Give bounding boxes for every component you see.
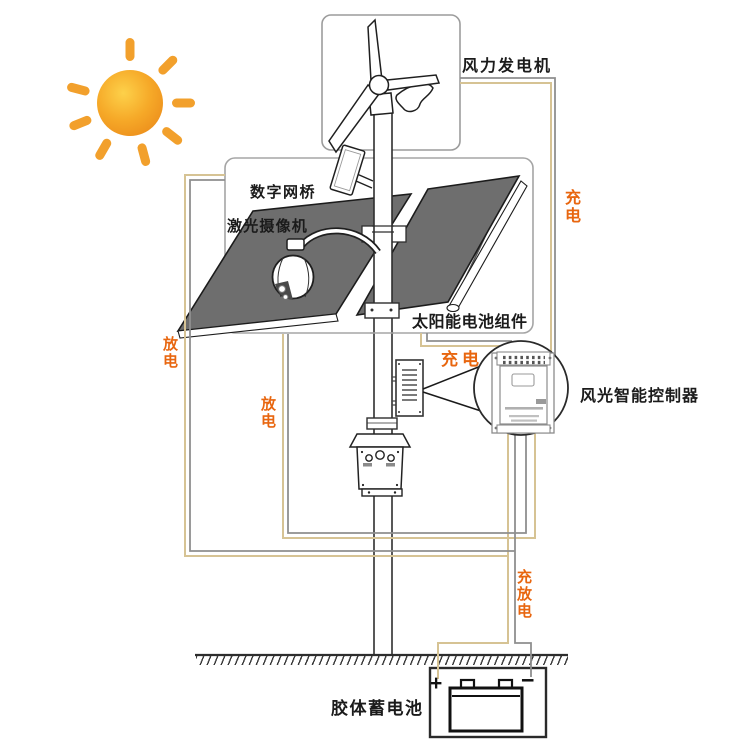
- battery-body: [448, 686, 524, 733]
- vented-controller-box: [392, 359, 424, 417]
- junction-box: [348, 433, 412, 497]
- wind-turbine-icon: [328, 18, 441, 154]
- label-discharge-inner: 放电: [259, 396, 276, 430]
- battery-plus-sign: +: [430, 672, 443, 695]
- label-smart-controller: 风光智能控制器: [580, 388, 700, 405]
- wire-discharge-outer-gray: [189, 179, 515, 552]
- label-discharge-left: 放电: [161, 336, 178, 370]
- label-solar-module: 太阳能电池组件: [412, 314, 528, 331]
- label-charge-discharge: 充放电: [515, 569, 532, 620]
- wire-solar-charge-tan: [420, 333, 500, 347]
- label-charge-solar: 充电: [441, 350, 483, 369]
- wire-wind-charge-gray: [460, 77, 556, 356]
- label-digital-bridge: 数字网桥: [250, 184, 317, 201]
- ptz-camera-icon: [271, 227, 381, 300]
- wire-discharge-inner-tan: [282, 334, 536, 539]
- wire-battery-gray: [514, 435, 532, 677]
- wire-wind-charge-tan: [460, 82, 552, 352]
- wire-solar-charge-gray: [426, 333, 512, 342]
- battery-unit: [428, 666, 548, 739]
- wire-discharge-inner-gray: [287, 334, 527, 534]
- sun-icon: [67, 38, 195, 166]
- controller-magnifier: [422, 340, 569, 436]
- wires-gray: [189, 77, 556, 677]
- label-charge-wind: 充电: [562, 189, 579, 225]
- controller-screen: [511, 373, 535, 387]
- wire-battery-tan: [437, 433, 509, 679]
- bridge-antenna-icon: [329, 144, 374, 196]
- battery-minus-sign: −: [521, 667, 535, 693]
- label-gel-battery: 胶体蓄电池: [331, 699, 424, 718]
- wires-tan: [184, 82, 552, 679]
- ground-hatching: [196, 656, 568, 665]
- wire-discharge-outer-tan: [184, 174, 508, 557]
- label-wind-generator: 风力发电机: [462, 58, 553, 75]
- controller-device: [491, 351, 555, 434]
- label-laser-camera: 激光摄像机: [227, 218, 309, 235]
